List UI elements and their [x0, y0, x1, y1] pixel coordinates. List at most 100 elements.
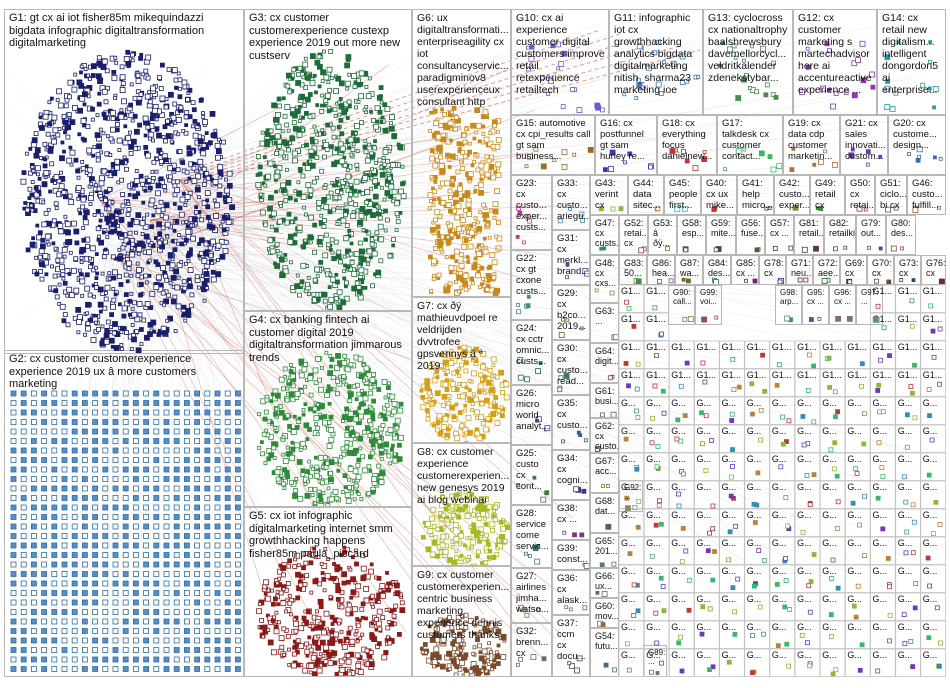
- node: [183, 428, 190, 435]
- node: [92, 618, 98, 625]
- node: [806, 583, 812, 589]
- node: [489, 252, 496, 258]
- node: [326, 80, 331, 84]
- node: [678, 383, 684, 389]
- node: [336, 249, 342, 255]
- node: [122, 637, 129, 644]
- node: [163, 495, 170, 501]
- node: [786, 663, 792, 669]
- node: [287, 89, 293, 95]
- node: [318, 386, 324, 393]
- node: [263, 409, 269, 415]
- node: [204, 561, 211, 568]
- node: [274, 392, 281, 399]
- node: [393, 200, 400, 207]
- node: [196, 285, 201, 290]
- node: [273, 227, 279, 233]
- node: [367, 404, 372, 409]
- node: [484, 171, 491, 178]
- node: [183, 485, 190, 492]
- small-group-cell: [920, 452, 946, 481]
- small-group-label: G...: [898, 426, 913, 436]
- node: [183, 628, 190, 634]
- small-group-cell: [619, 648, 645, 677]
- node: [71, 590, 78, 596]
- node: [214, 142, 221, 149]
- small-group-cell: [920, 480, 946, 509]
- node: [297, 119, 302, 123]
- node: [295, 595, 301, 601]
- node: [383, 228, 388, 233]
- node: [303, 402, 308, 407]
- node: [344, 440, 350, 446]
- node: [143, 618, 150, 625]
- node: [183, 666, 190, 672]
- node: [448, 270, 453, 275]
- node: [303, 384, 307, 389]
- node: [153, 571, 160, 577]
- node: [132, 457, 139, 463]
- node: [799, 632, 805, 638]
- node: [378, 236, 385, 243]
- node: [352, 606, 358, 613]
- node: [438, 363, 444, 369]
- node: [345, 187, 351, 193]
- node: [102, 438, 109, 444]
- node: [20, 409, 27, 416]
- small-group-cell: [719, 368, 745, 397]
- small-group-cell: [794, 480, 821, 509]
- node: [173, 120, 178, 125]
- node: [481, 124, 486, 129]
- node: [298, 573, 304, 579]
- node: [653, 610, 659, 616]
- node: [277, 620, 281, 625]
- node: [274, 406, 279, 411]
- node: [315, 356, 321, 362]
- node: [132, 647, 139, 653]
- small-group-label: G...: [923, 622, 938, 632]
- small-group-cell: [844, 620, 871, 649]
- node: [99, 175, 105, 182]
- node: [391, 133, 396, 138]
- node: [363, 365, 370, 372]
- node: [20, 495, 27, 501]
- node: [10, 495, 17, 501]
- node: [631, 582, 637, 588]
- node: [312, 671, 318, 676]
- node: [454, 402, 459, 407]
- node: [324, 392, 330, 398]
- node: [150, 85, 157, 92]
- small-group-cell: [619, 368, 645, 397]
- node: [143, 552, 150, 558]
- node: [436, 272, 442, 278]
- node: [885, 555, 891, 561]
- node: [325, 92, 331, 99]
- node: [726, 659, 732, 665]
- node: [274, 241, 280, 247]
- node: [391, 237, 396, 243]
- node: [35, 223, 40, 228]
- node: [102, 571, 109, 577]
- small-group-label: G...: [898, 566, 913, 576]
- node: [393, 603, 399, 609]
- node: [156, 75, 162, 80]
- node: [92, 666, 98, 672]
- node: [132, 419, 139, 425]
- node: [298, 643, 305, 650]
- node: [290, 220, 294, 225]
- node: [903, 550, 909, 556]
- small-group-cell: [844, 452, 871, 481]
- node: [475, 220, 480, 225]
- node: [659, 521, 664, 527]
- node: [299, 440, 306, 447]
- node: [173, 428, 180, 435]
- small-group-cell: [668, 564, 695, 593]
- node: [369, 241, 375, 247]
- node: [110, 116, 116, 121]
- node: [281, 435, 286, 440]
- node: [71, 457, 78, 463]
- node: [448, 360, 455, 366]
- node: [183, 647, 190, 653]
- node: [454, 259, 459, 264]
- node: [281, 96, 286, 101]
